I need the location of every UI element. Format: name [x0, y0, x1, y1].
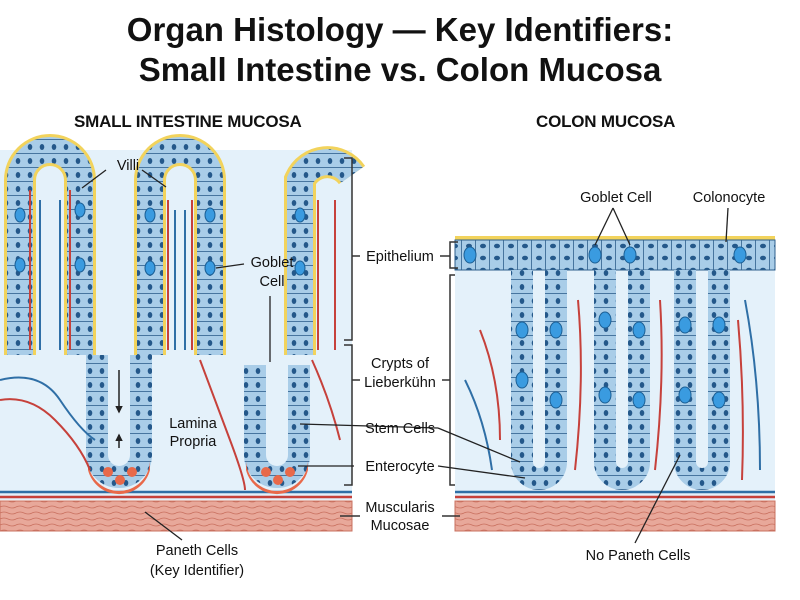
title-line-1: Organ Histology — Key Identifiers:: [126, 11, 674, 48]
muscularis-mucosae-colon: [454, 500, 776, 532]
villus: [134, 134, 226, 355]
label-muscularis-1: Muscularis: [365, 500, 434, 516]
label-epithelium: Epithelium: [366, 249, 434, 265]
label-villi: Villi: [117, 158, 139, 174]
crypt-of-lieberkuhn: [244, 365, 310, 495]
colon-crypt: [511, 270, 567, 490]
label-colonocyte: Colonocyte: [693, 190, 766, 206]
small-intestine-panel: [0, 134, 366, 532]
goblet-cells-colon: [463, 246, 747, 409]
colon-surface-epithelium: [454, 239, 776, 271]
colon-heading: COLON MUCOSA: [536, 112, 676, 131]
label-paneth-cells-1: Paneth Cells: [156, 543, 238, 559]
label-stem-cells: Stem Cells: [365, 421, 435, 437]
label-goblet-cell-colon: Goblet Cell: [580, 190, 652, 206]
label-crypts-2: Lieberkühn: [364, 375, 436, 391]
goblet-cells-si: [14, 202, 306, 276]
villus: [3, 134, 96, 355]
colon-panel: [454, 236, 776, 532]
label-paneth-cells-2: (Key Identifier): [150, 563, 244, 579]
villus: [284, 146, 366, 355]
label-enterocyte: Enterocyte: [365, 459, 434, 475]
small-intestine-heading: SMALL INTESTINE MUCOSA: [74, 112, 302, 131]
muscularis-mucosae-si: [0, 500, 353, 532]
label-no-paneth-cells: No Paneth Cells: [586, 548, 691, 564]
title-line-2: Small Intestine vs. Colon Mucosa: [138, 51, 662, 88]
label-lamina-propria-2: Propria: [170, 434, 218, 450]
bracket-crypts: [344, 274, 455, 486]
label-lamina-propria-1: Lamina: [169, 416, 217, 432]
label-crypts-1: Crypts of: [371, 356, 430, 372]
crypt-of-lieberkuhn: [86, 355, 152, 495]
leader-lines: [81, 169, 729, 544]
colon-crypt: [594, 270, 650, 490]
label-goblet-cell-si-2: Cell: [260, 274, 285, 290]
bracket-epithelium: [344, 157, 458, 341]
label-goblet-cell-si-1: Goblet: [251, 255, 294, 271]
colon-crypt: [674, 270, 730, 490]
label-muscularis-2: Mucosae: [371, 518, 430, 534]
diagram-title: Organ Histology — Key Identifiers: Small…: [0, 10, 800, 90]
